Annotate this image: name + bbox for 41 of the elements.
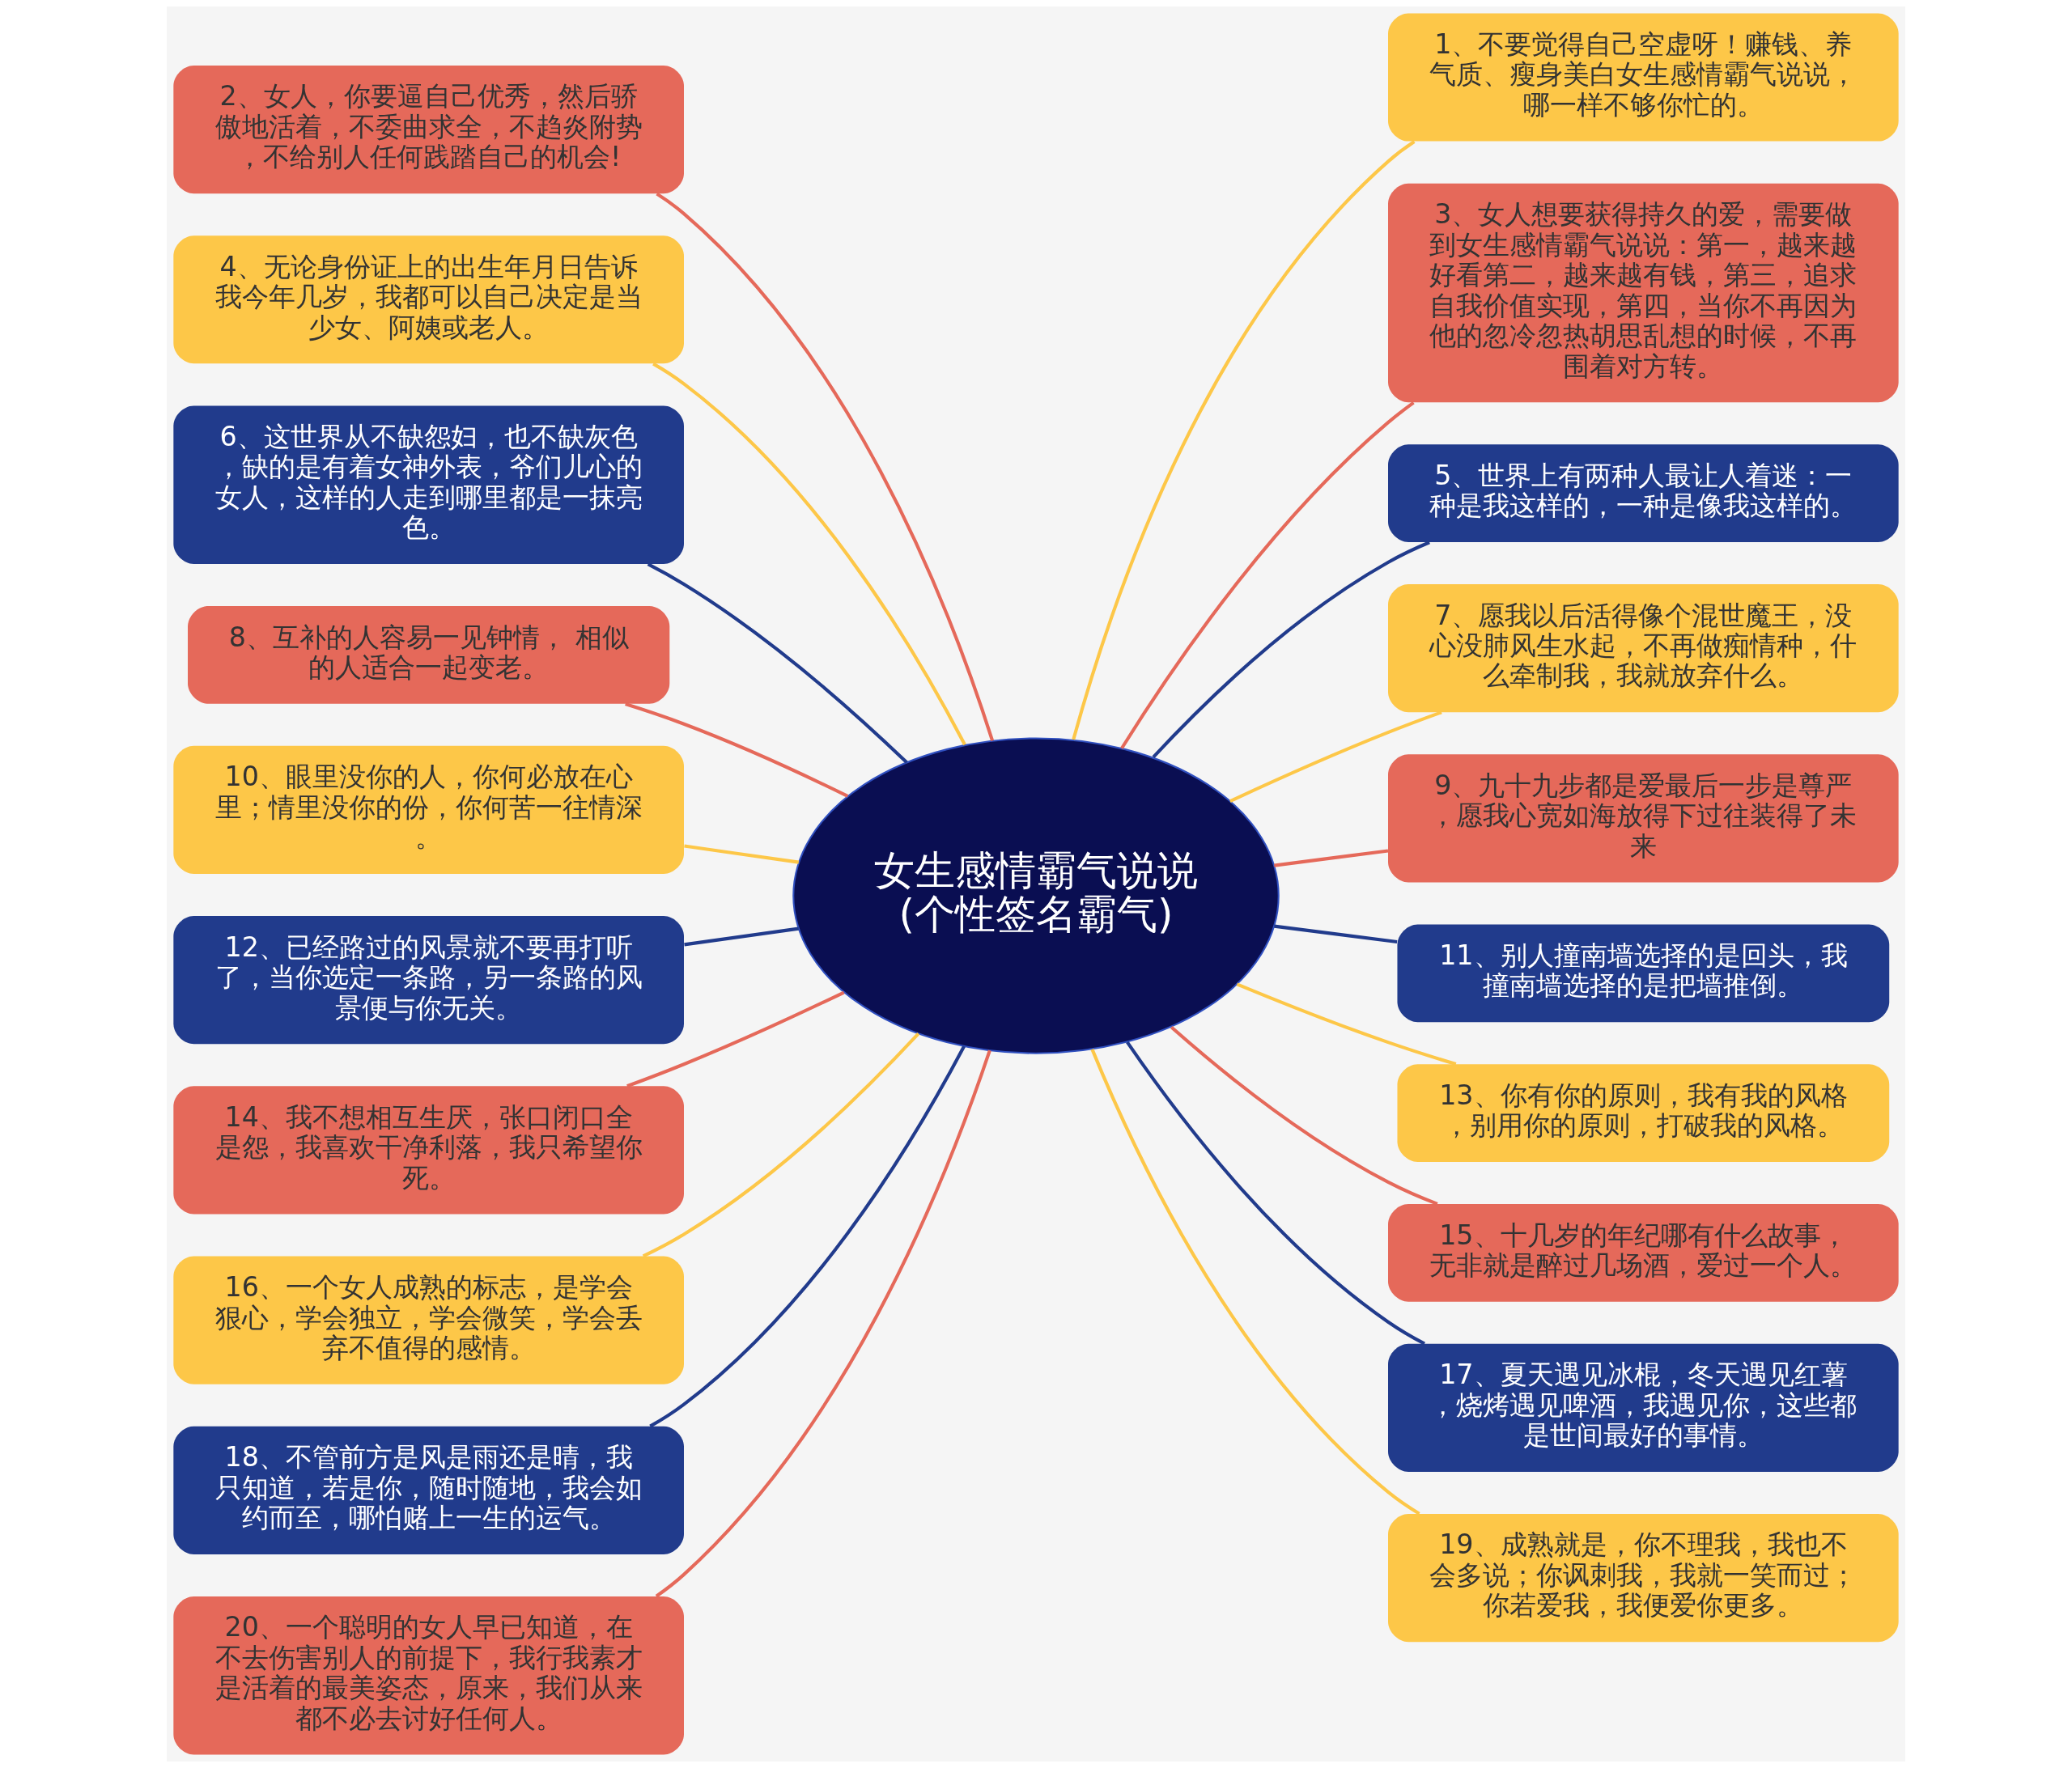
node-box: 8、互补的人容易一见钟情， 相似的人适合一起变老。 [188,606,670,704]
node-box: 13、你有你的原则，我有我的风格，别用你的原则，打破我的风格。 [1397,1064,1890,1162]
node-box: 4、无论身份证上的出生年月日告诉我今年几岁，我都可以自己决定是当少女、阿姨或老人。 [173,235,684,364]
connector [1126,1041,1426,1346]
node-box: 18、不管前方是风是雨还是晴，我只知道，若是你，随时随地，我会如约而至，哪怕赌上一生的运气。 [173,1426,684,1554]
node-box: 17、夏天遇见冰棍，冬天遇见红薯，烧烤遇见啤酒，我遇见你，这些都是世间最好的事情。 [1388,1343,1899,1472]
node-box: 6、这世界从不缺怨妇，也不缺灰色，缺的是有着女神外表，爷们儿心的女人，这样的人走到哪里都是一抹亮色。 [173,405,684,565]
connector [1274,849,1389,867]
connector [656,192,995,741]
node-box: 11、别人撞南墙选择的是回头，我撞南墙选择的是把墙推倒。 [1397,924,1890,1023]
connector [1236,982,1457,1066]
connector [626,990,845,1088]
node-box: 12、已经路过的风景就不要再打听了，当你选定一条路，另一条路的风景便与你无关。 [173,916,684,1045]
node-box: 5、世界上有两种人最让人着迷：一种是我这样的，一种是像我这样的。 [1388,444,1899,542]
node-box: 1、不要觉得自己空虚呀！赚钱、养气质、瘦身美白女生感情霸气说说，哪一样不够你忙的。 [1388,13,1899,142]
connector [1274,924,1398,944]
connector [684,926,800,947]
node-box: 9、九十九步都是爱最后一步是尊严，愿我心宽如海放得下过往装得了未来 [1388,754,1899,883]
connector [642,1032,920,1258]
node-box: 20、一个聪明的女人早已知道，在不去伤害别人的前提下，我行我素才是活着的最美姿态，原来，我们从来都不必去讨好任何人。 [173,1596,684,1755]
connector [647,562,908,764]
connector [652,362,966,746]
connector [1170,1025,1438,1206]
node-box: 2、女人，你要逼自己优秀，然后骄傲地活着，不委曲求全，不趋炎附势，不给别人任何践踏自己的机会! [173,65,684,194]
connector [1229,710,1442,803]
connector [684,844,800,864]
node-box: 3、女人想要获得持久的爱，需要做到女生感情霸气说说：第一，越来越好看第二，越来越有钱，第三，追求自我价值实现，第四，当你不再因为他的忽冷忽热胡思乱想的时候，不再围着对方转。 [1388,183,1899,403]
connector [1072,140,1416,740]
node-box: 10、眼里没你的人，你何必放在心里；情里没你的份，你何苦一往情深。 [173,745,684,874]
connector [1090,1049,1420,1516]
connector [649,1045,966,1428]
connector [1152,541,1430,758]
connector [1120,401,1415,749]
node-box: 15、十几岁的年纪哪有什么故事，无非就是醉过几场酒，爱过一个人。 [1388,1203,1899,1302]
node-box: 7、愿我以后活得像个混世魔王，没心没肺风生水起，不再做痴情种，什么牵制我，我就放弃什么。 [1388,584,1899,713]
node-box: 19、成熟就是，你不理我，我也不会多说；你讽刺我，我就一笑而过；你若爱我，我便爱你更多。 [1388,1513,1899,1643]
node-ellipse: 女生感情霸气说说(个性签名霸气) [792,737,1280,1054]
node-box: 14、我不想相互生厌，张口闭口全是怨，我喜欢干净利落，我只希望你死。 [173,1086,684,1215]
node-box: 16、一个女人成熟的标志，是学会狠心，学会独立，学会微笑，学会丢弃不值得的感情。 [173,1256,684,1384]
connector [655,1049,991,1598]
connector [625,702,849,798]
